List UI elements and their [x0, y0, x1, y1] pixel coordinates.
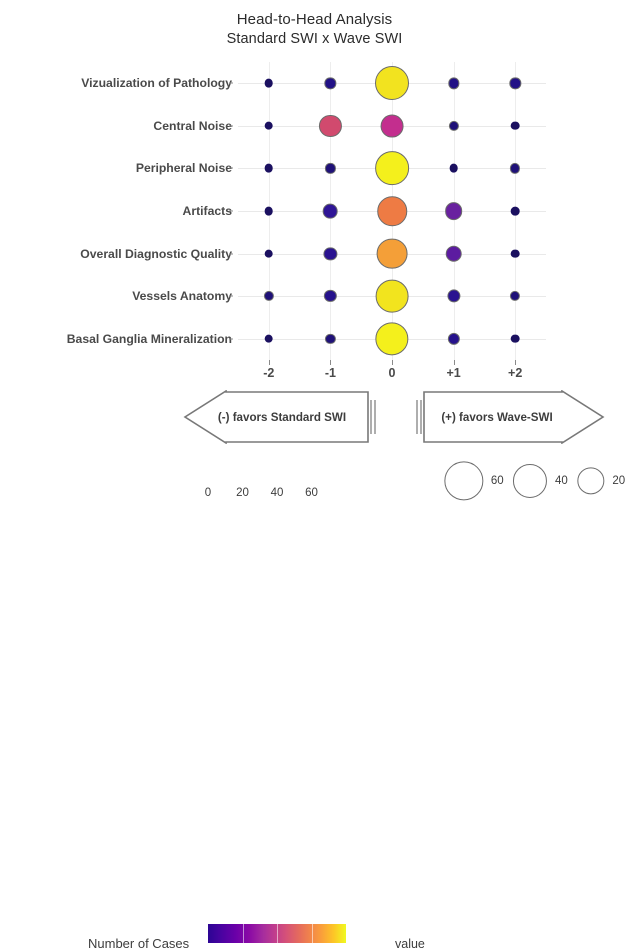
- x-axis-label: -1: [324, 366, 336, 380]
- colorbar-tick-label: 60: [305, 487, 318, 499]
- bubble-point: [510, 249, 520, 258]
- bubble-point: [509, 77, 521, 89]
- y-axis-tick: [229, 338, 233, 340]
- bubble-point: [325, 333, 336, 344]
- bubble-point: [447, 332, 460, 345]
- x-axis-tick: [392, 360, 393, 365]
- colorbar-label: Number of Cases: [88, 936, 190, 951]
- colorbar-tick-label: 20: [236, 487, 249, 499]
- bubble-point: [448, 120, 459, 131]
- size-legend-label-value: 60: [490, 475, 504, 487]
- y-axis-label: Overall Diagnostic Quality: [80, 246, 232, 261]
- bubble-point: [324, 77, 337, 89]
- x-axis-tick: [453, 360, 455, 365]
- bubble-point: [510, 334, 520, 344]
- x-axis-label: -2: [263, 366, 275, 380]
- left-arrow-banner: (-) favors Standard SWI: [182, 390, 378, 444]
- x-axis-label: +2: [508, 366, 523, 380]
- bubble-point: [375, 66, 409, 101]
- size-legend-circle: [443, 461, 484, 501]
- bubble-point: [375, 151, 409, 186]
- legend-row: Number of Cases value 0 20 40 60 60 40 20: [0, 458, 629, 951]
- bubble-point: [324, 289, 337, 303]
- x-axis-tick: [268, 360, 270, 365]
- colorbar-tick: [311, 924, 313, 943]
- bubble-point: [447, 289, 461, 303]
- colorbar: [208, 924, 346, 943]
- bubble-point: [264, 164, 274, 173]
- bubble-point: [375, 279, 409, 313]
- colorbar-tick: [242, 924, 244, 943]
- colorbar-tick-label: 40: [270, 487, 284, 499]
- chart-title-block: Head-to-Head Analysis Standard SWI x Wav…: [0, 10, 629, 49]
- arrow-banners: (-) favors Standard SWI (+) favors Wave-…: [0, 390, 629, 446]
- chart-subtitle: Standard SWI x Wave SWI: [226, 30, 403, 47]
- y-axis-tick: [229, 125, 233, 127]
- size-legend-label-value: 20: [612, 475, 626, 487]
- y-axis-label: Artifacts: [182, 204, 232, 218]
- bubble-point: [447, 77, 460, 89]
- y-axis-label: Vessels Anatomy: [132, 289, 232, 304]
- bubble-point: [264, 249, 274, 258]
- bubble-point: [445, 245, 462, 262]
- size-legend-label: value: [395, 937, 425, 951]
- bubble-point: [323, 246, 337, 261]
- right-arrow-label: (+) favors Wave-SWI: [441, 410, 553, 424]
- bubble-point: [449, 164, 458, 173]
- bubble-point: [375, 322, 409, 356]
- bubble-point: [264, 78, 274, 88]
- bubble-point: [377, 196, 407, 226]
- size-legend-circle: [577, 467, 605, 495]
- x-axis-tick: [515, 360, 517, 365]
- bubble-point: [264, 206, 274, 216]
- bubble-point: [510, 291, 521, 302]
- y-axis-label: Vizualization of Pathology: [81, 76, 232, 91]
- y-axis-label: Peripheral Noise: [135, 161, 232, 176]
- x-axis-label: 0: [388, 366, 396, 380]
- bubble-point: [510, 121, 520, 131]
- bubble-point: [264, 121, 274, 131]
- size-legend-label-value: 40: [555, 475, 568, 487]
- size-legend-circle: [513, 463, 548, 499]
- bubble-point: [380, 114, 404, 138]
- colorbar-tick-label: 0: [204, 487, 212, 499]
- bubble-point: [510, 206, 520, 216]
- bubble-point: [319, 114, 342, 137]
- bubble-point: [444, 202, 463, 220]
- bubble-point: [325, 163, 336, 174]
- x-axis-label: +1: [446, 366, 461, 380]
- right-arrow-banner: (+) favors Wave-SWI: [410, 390, 606, 444]
- y-axis-tick: [229, 167, 233, 169]
- chart-title: Head-to-Head Analysis: [236, 11, 393, 28]
- bubble-point: [510, 163, 521, 174]
- bubble-point: [376, 238, 408, 269]
- x-axis-tick: [330, 360, 332, 365]
- y-axis-label: Central Noise: [153, 118, 232, 133]
- bubble-point: [264, 334, 274, 344]
- y-axis-tick: [229, 253, 233, 255]
- bubble-point: [323, 203, 338, 219]
- plot-area: [238, 62, 546, 360]
- y-axis-label: Basal Ganglia Mineralization: [66, 331, 232, 346]
- y-axis-tick: [229, 210, 233, 212]
- bubble-point: [263, 291, 274, 302]
- y-axis-tick: [229, 295, 233, 297]
- colorbar-tick: [277, 924, 278, 943]
- left-arrow-label: (-) favors Standard SWI: [217, 410, 347, 424]
- x-axis: -2 -1 0 +1 +2: [238, 360, 546, 388]
- y-axis-tick: [229, 82, 233, 84]
